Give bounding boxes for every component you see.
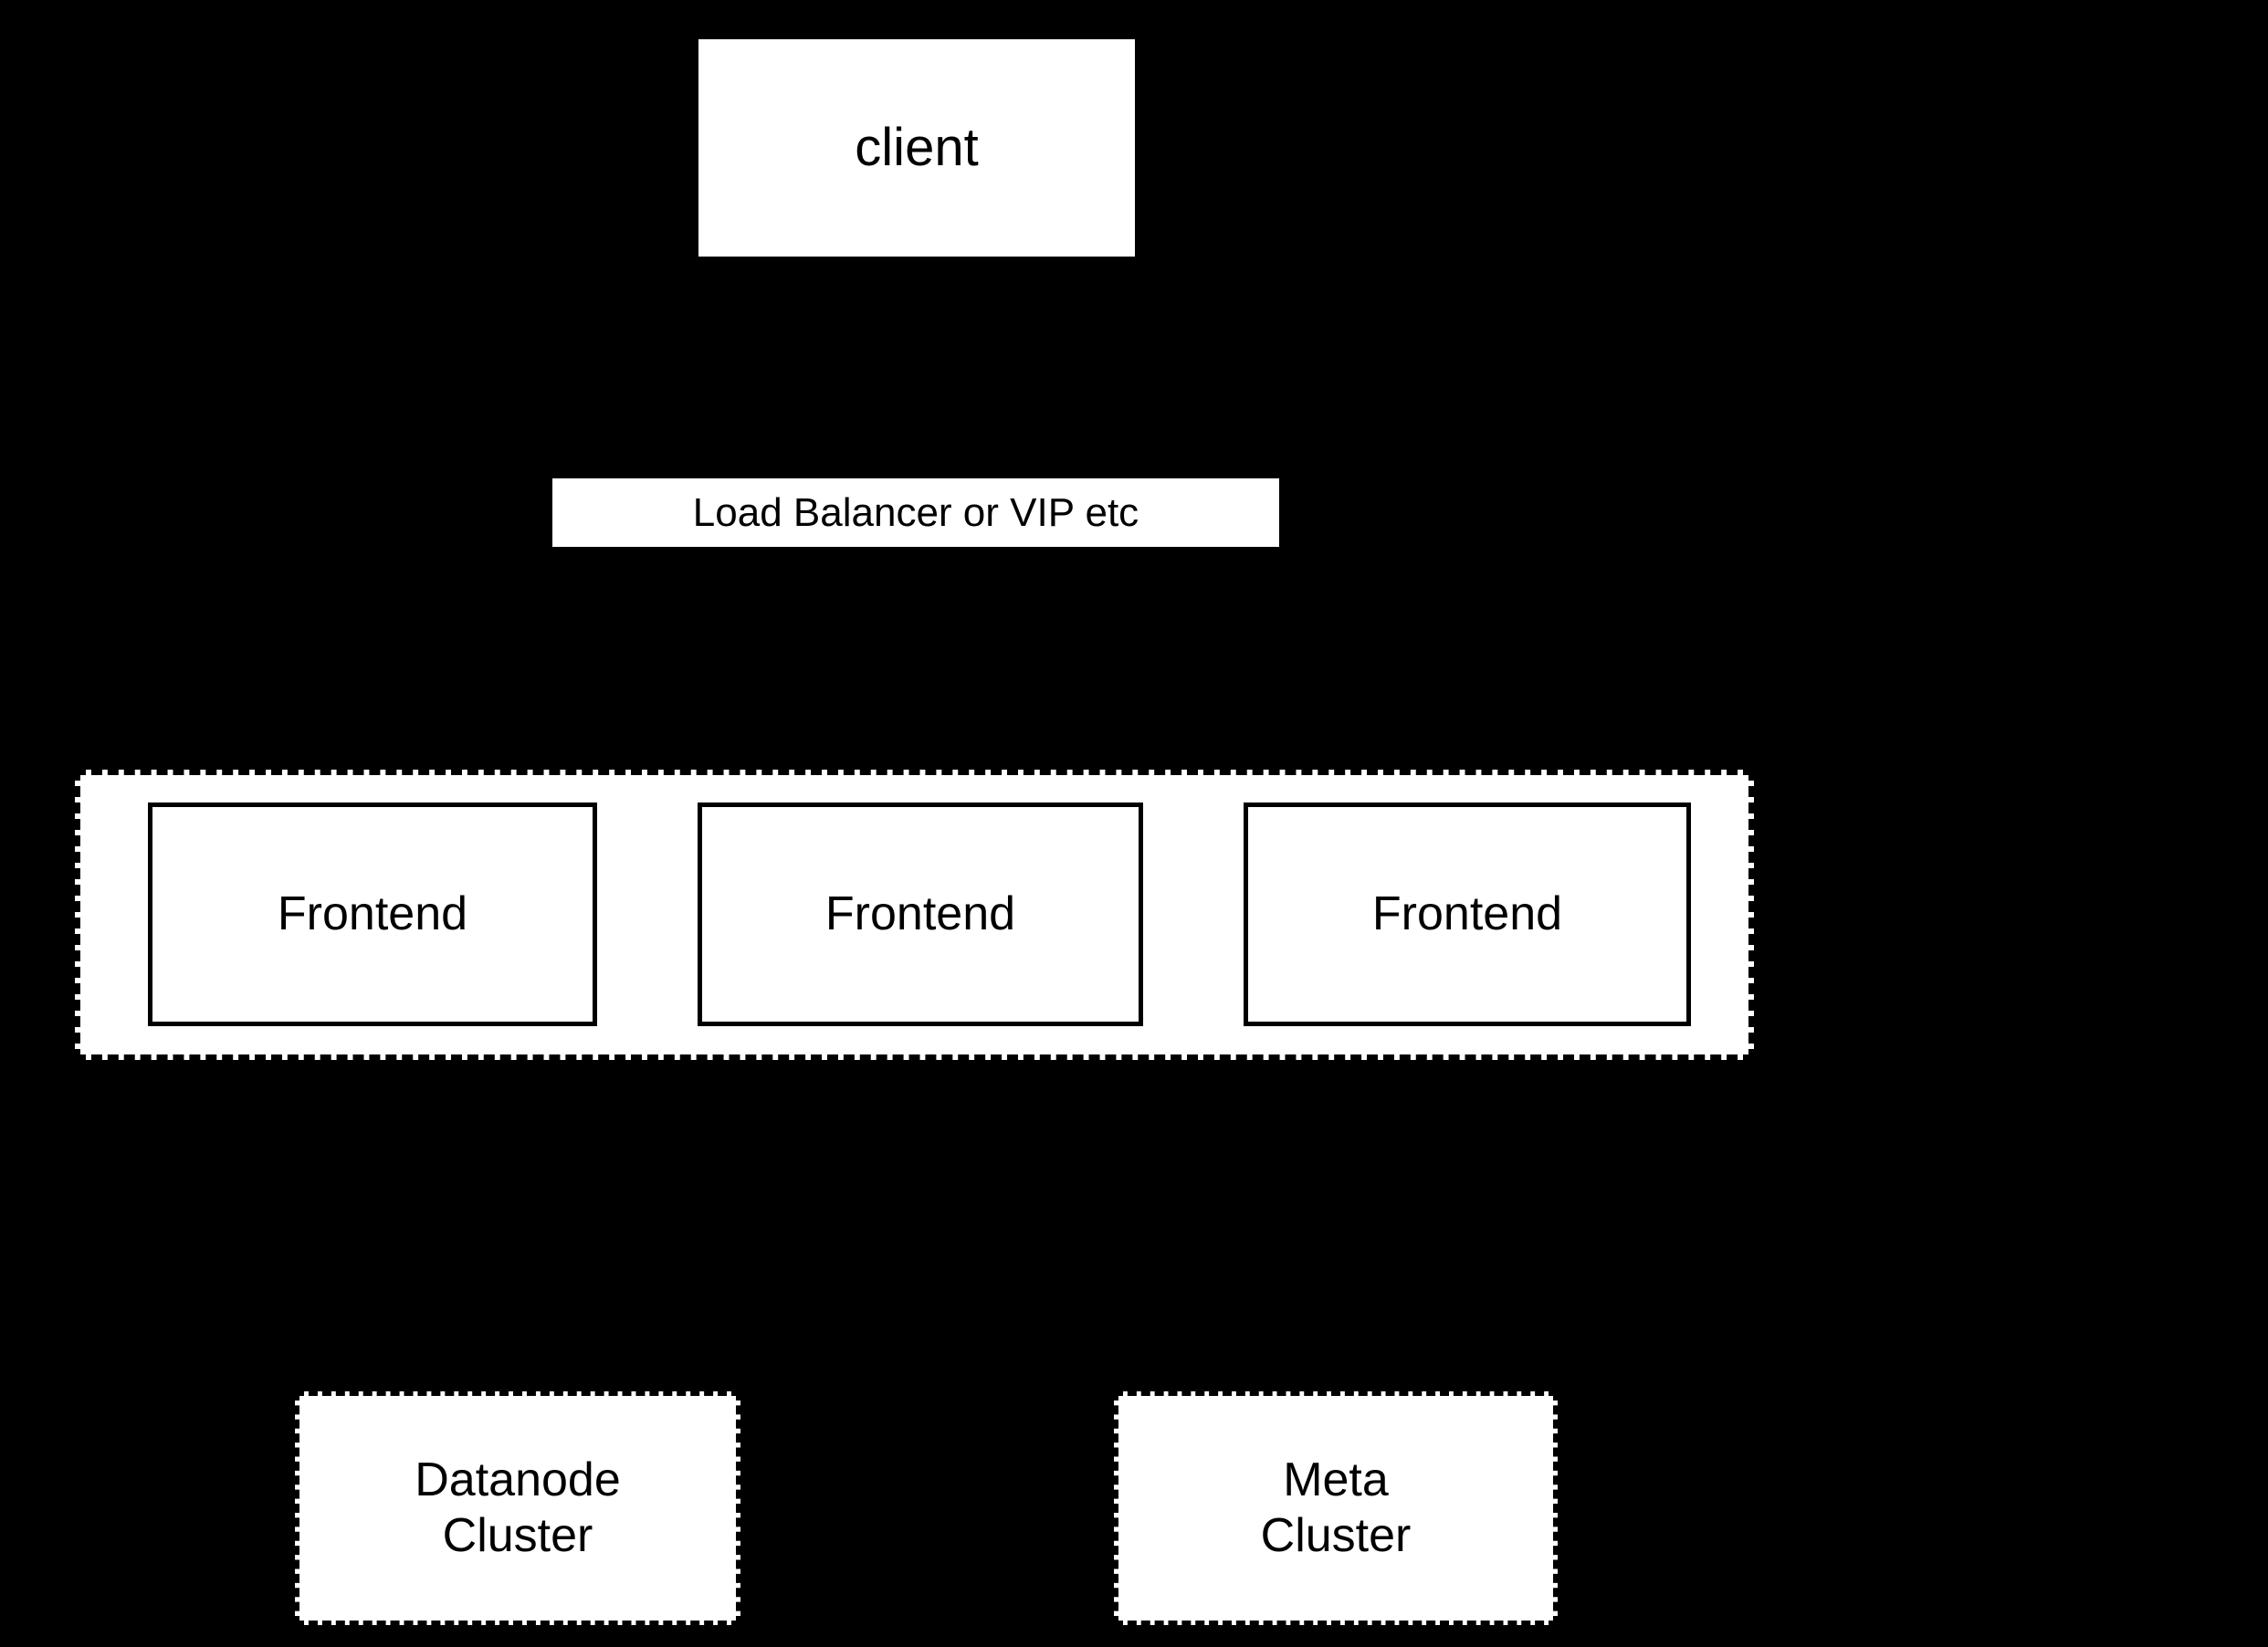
node-frontend-1[interactable]: Frontend <box>148 803 597 1026</box>
node-meta-cluster[interactable]: Meta Cluster <box>1114 1391 1558 1625</box>
node-frontend-2-label: Frontend <box>824 886 1016 940</box>
node-datanode-cluster[interactable]: Datanode Cluster <box>295 1391 740 1625</box>
node-meta-cluster-label: Meta Cluster <box>1260 1453 1412 1562</box>
node-frontend-2[interactable]: Frontend <box>698 803 1143 1026</box>
node-client-label: client <box>855 117 979 177</box>
node-frontend-1-label: Frontend <box>277 886 468 940</box>
node-load-balancer[interactable]: Load Balancer or VIP etc <box>552 478 1279 547</box>
node-frontend-3[interactable]: Frontend <box>1244 803 1691 1026</box>
node-load-balancer-label: Load Balancer or VIP etc <box>692 489 1139 535</box>
node-datanode-cluster-label: Datanode Cluster <box>415 1453 621 1562</box>
node-client[interactable]: client <box>698 39 1135 257</box>
node-frontend-3-label: Frontend <box>1371 886 1563 940</box>
